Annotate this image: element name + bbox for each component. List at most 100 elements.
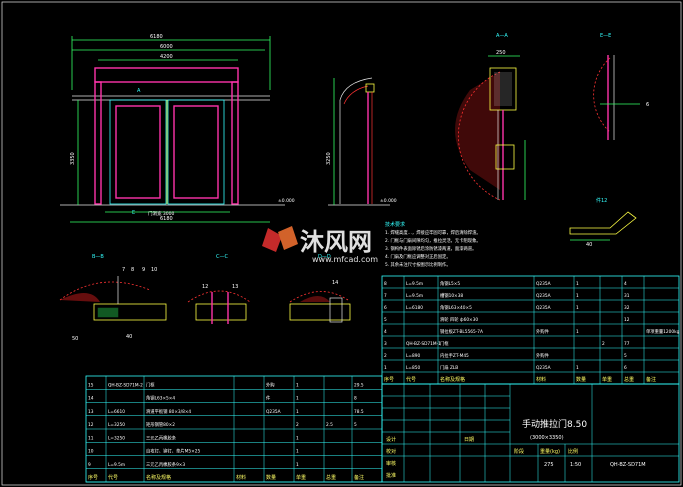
watermark-url: www.mfcad.com [312,255,378,264]
detail-title: 件12 [596,197,607,204]
table-cell: 件 [266,395,271,402]
section-dd: D—D 14 [289,254,351,323]
door-leaf-right [167,99,225,205]
table-cell: 自攻钉、铆钉、垫片M5×25 [146,448,200,455]
section-cc: C—C 12 13 [187,254,251,324]
side-elevation: 3250 ±0.000 [326,77,397,206]
table-cell: 备注 [354,474,364,481]
bb-fill [60,292,100,302]
door-leaf-right-inner [173,105,219,199]
table-cell: 名称及规格 [146,474,171,481]
dim-height-label: 3350 [70,152,76,165]
table-cell: L=9.5m [406,281,423,287]
side-dim-label: 3250 [326,152,332,165]
table-cell: 7 [384,293,387,299]
table-cell: 门框 [146,381,155,388]
mark-e: E [132,210,135,216]
bb-dim2-label: 40 [126,334,132,340]
tb-size: (3000×3350) [530,435,564,441]
table-cell: 1 [296,409,299,415]
table-cell: 77 [624,341,630,347]
table-cell: 1 [576,305,579,311]
table-cell: 6 [624,365,627,371]
table-cell: 29.5 [354,382,364,388]
table-cell: 14 [88,396,94,402]
detail-dim-label: 40 [586,242,592,248]
table-cell: 4 [384,329,387,335]
tb-review: 审核 [386,460,396,467]
table-cell: 4 [624,281,627,287]
section-cc-title: C—C [216,254,228,260]
aa-dim-label: 250 [496,50,506,56]
bb-label-10: 10 [151,267,157,273]
watermark: 沐风网 www.mfcad.com [262,226,378,264]
section-ee: E—E 6 [593,33,649,140]
table-cell: 1 [576,293,579,299]
table-cell: 单项重量1200kg [646,328,680,335]
aa-roller-fill [494,72,512,106]
cc-member [195,303,247,321]
side-hood-curve [339,77,373,101]
ee-arc [593,57,611,133]
dd-fill [300,296,330,302]
parts-top-frame [381,275,680,385]
section-bb-title: B—B [92,254,104,260]
table-cell: 槽钢10×38 [440,292,463,299]
table-cell: L=850 [406,365,420,371]
table-cell: 2 [384,353,387,359]
ee-dim-label: 6 [646,102,649,108]
title-block-frame [381,383,680,483]
table-cell: 8 [354,396,357,402]
section-dd-title: D—D [318,254,331,260]
table-cell: 代号 [108,474,118,481]
table-cell: Q235A [266,409,281,415]
table-cell: 三元乙丙橡胶条 [146,434,177,441]
aa-bottom-guide [495,144,515,170]
tb-ratio: 比例 [568,448,578,455]
table-cell: 总重 [326,474,336,481]
table-cell: 三元乙丙橡胶条9×3 [146,461,185,468]
table-cell: 备注 [646,376,656,383]
table-cell: QH-BZ-SD71M-2 [108,382,143,388]
dd-member [289,303,351,321]
table-cell: L=9.5m [108,462,125,468]
table-cell: 滑道平板钢 80×3/8×4 [146,408,191,415]
table-cell: 12 [624,317,630,323]
tb-name: 手动推拉门8.50 [522,418,587,430]
aa-hood-arc [457,71,501,201]
table-cell: 序号 [88,474,98,481]
table-cell: 1 [576,281,579,287]
bb-member [93,303,167,321]
watermark-brand: 沐风网 [300,228,372,256]
tech-note-5: 5. 其余未注尺寸按图示比例制作。 [385,261,451,268]
tb-approve: 批准 [386,472,396,479]
table-cell: 1 [296,382,299,388]
table-cell: 5 [354,422,357,428]
post-left [94,81,102,205]
section-aa: A—A 250 [455,33,526,201]
section-ee-title: E—E [600,33,611,39]
watermark-logo [262,226,298,252]
tech-notes-heading: 技术要求 [385,221,405,228]
table-cell: 数量 [266,474,276,481]
table-cell: 1 [576,365,579,371]
table-cell: 数量 [576,376,586,383]
level-label: ±0.000 [278,198,295,204]
table-cell: 11 [88,435,94,441]
table-cell: 8 [384,281,387,287]
table-cell: 外购件 [536,328,550,335]
table-cell: 外购 [266,381,275,388]
table-cell: 5 [624,353,627,359]
tb-ratio-val: 1:50 [570,462,581,468]
tb-phase: 阶段 [514,448,524,455]
table-cell: 材料 [236,474,246,481]
section-bb: B—B 7 8 9 10 50 40 [59,254,167,342]
table-cell: 10 [88,449,94,455]
table-cell: 内拉手ZT-M45 [440,352,469,359]
bb-gasket [97,307,119,318]
side-hood-inner [343,85,369,105]
table-cell: 9 [88,462,91,468]
table-cell: Q235A [536,365,551,371]
dim-total-label: 6180 [150,34,163,40]
